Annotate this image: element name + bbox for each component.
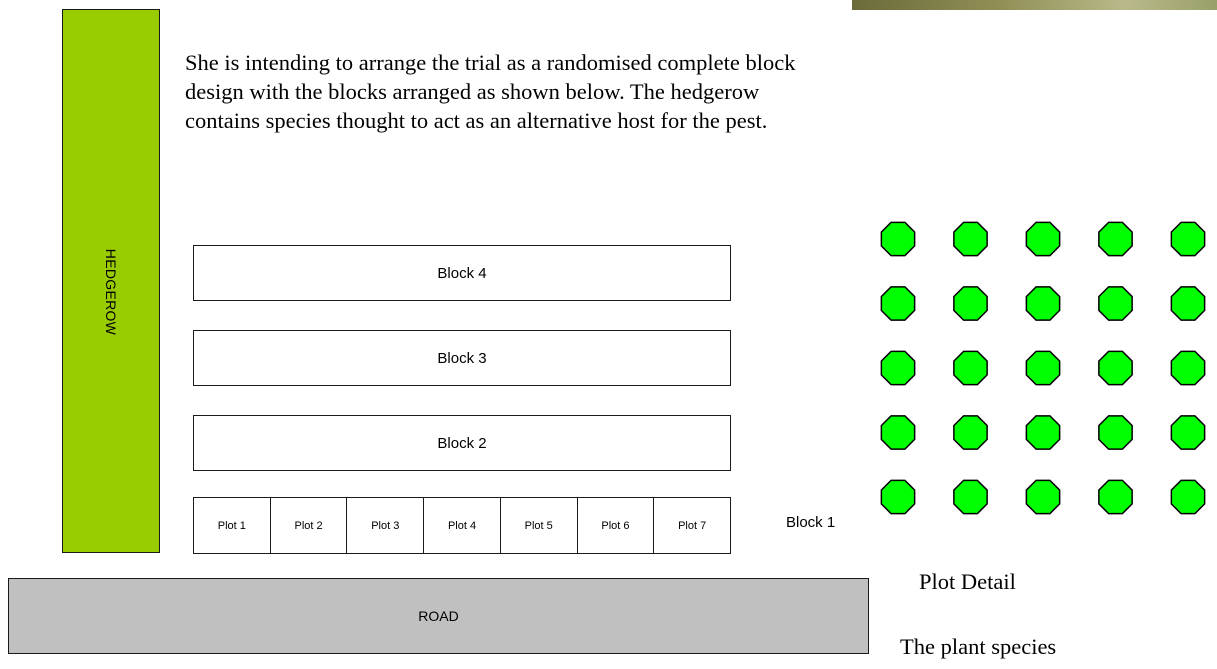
plot-1: Plot 1: [194, 498, 271, 553]
octagon-plant-icon: [953, 350, 988, 386]
octagon-plant-icon: [1025, 479, 1061, 515]
block-1-label: Block 1: [786, 514, 836, 531]
octagon-plant-icon: [1098, 415, 1133, 450]
plot-4: Plot 4: [424, 498, 501, 553]
octagon-plant-icon: [1098, 221, 1133, 257]
road-label: ROAD: [418, 608, 459, 624]
plot-detail-grid: [880, 221, 1206, 515]
block-1: Plot 1 Plot 2 Plot 3 Plot 4 Plot 5 Plot …: [193, 497, 731, 554]
octagon-plant-icon: [1098, 286, 1133, 321]
octagon-plant-icon: [953, 286, 988, 321]
octagon-plant-icon: [1170, 221, 1206, 257]
octagon-plant-icon: [880, 286, 916, 321]
octagon-plant-icon: [1170, 415, 1206, 450]
octagon-plant-icon: [953, 479, 988, 515]
octagon-plant-icon: [1025, 350, 1061, 386]
hedgerow-label: HEDGEROW: [103, 248, 119, 336]
octagon-plant-icon: [880, 479, 916, 515]
plot-2: Plot 2: [271, 498, 348, 553]
road: ROAD: [8, 578, 869, 654]
plot-detail-label: Plot Detail: [919, 569, 1016, 594]
block-4: Block 4: [193, 245, 731, 301]
octagon-plant-icon: [1170, 286, 1206, 321]
block-2: Block 2: [193, 415, 731, 471]
octagon-plant-icon: [1098, 350, 1133, 386]
octagon-plant-icon: [1025, 221, 1061, 257]
octagon-plant-icon: [880, 221, 916, 257]
hedgerow: HEDGEROW: [62, 9, 160, 553]
octagon-plant-icon: [1170, 479, 1206, 515]
octagon-plant-icon: [880, 350, 916, 386]
corner-photo-fragment: [852, 0, 1217, 10]
intro-paragraph: She is intending to arrange the trial as…: [185, 50, 796, 133]
block-3: Block 3: [193, 330, 731, 386]
bottom-text: The plant species: [900, 634, 1057, 659]
plot-3: Plot 3: [347, 498, 425, 553]
plot-6: Plot 6: [578, 498, 655, 553]
octagon-plant-icon: [1025, 286, 1061, 321]
plot-7: Plot 7: [678, 519, 707, 532]
octagon-plant-icon: [953, 221, 988, 257]
octagon-plant-icon: [953, 415, 988, 450]
octagon-plant-icon: [880, 415, 916, 450]
octagon-plant-icon: [1170, 350, 1206, 386]
octagon-plant-icon: [1025, 415, 1061, 450]
octagon-plant-icon: [1098, 479, 1133, 515]
plot-5: Plot 5: [501, 498, 578, 553]
